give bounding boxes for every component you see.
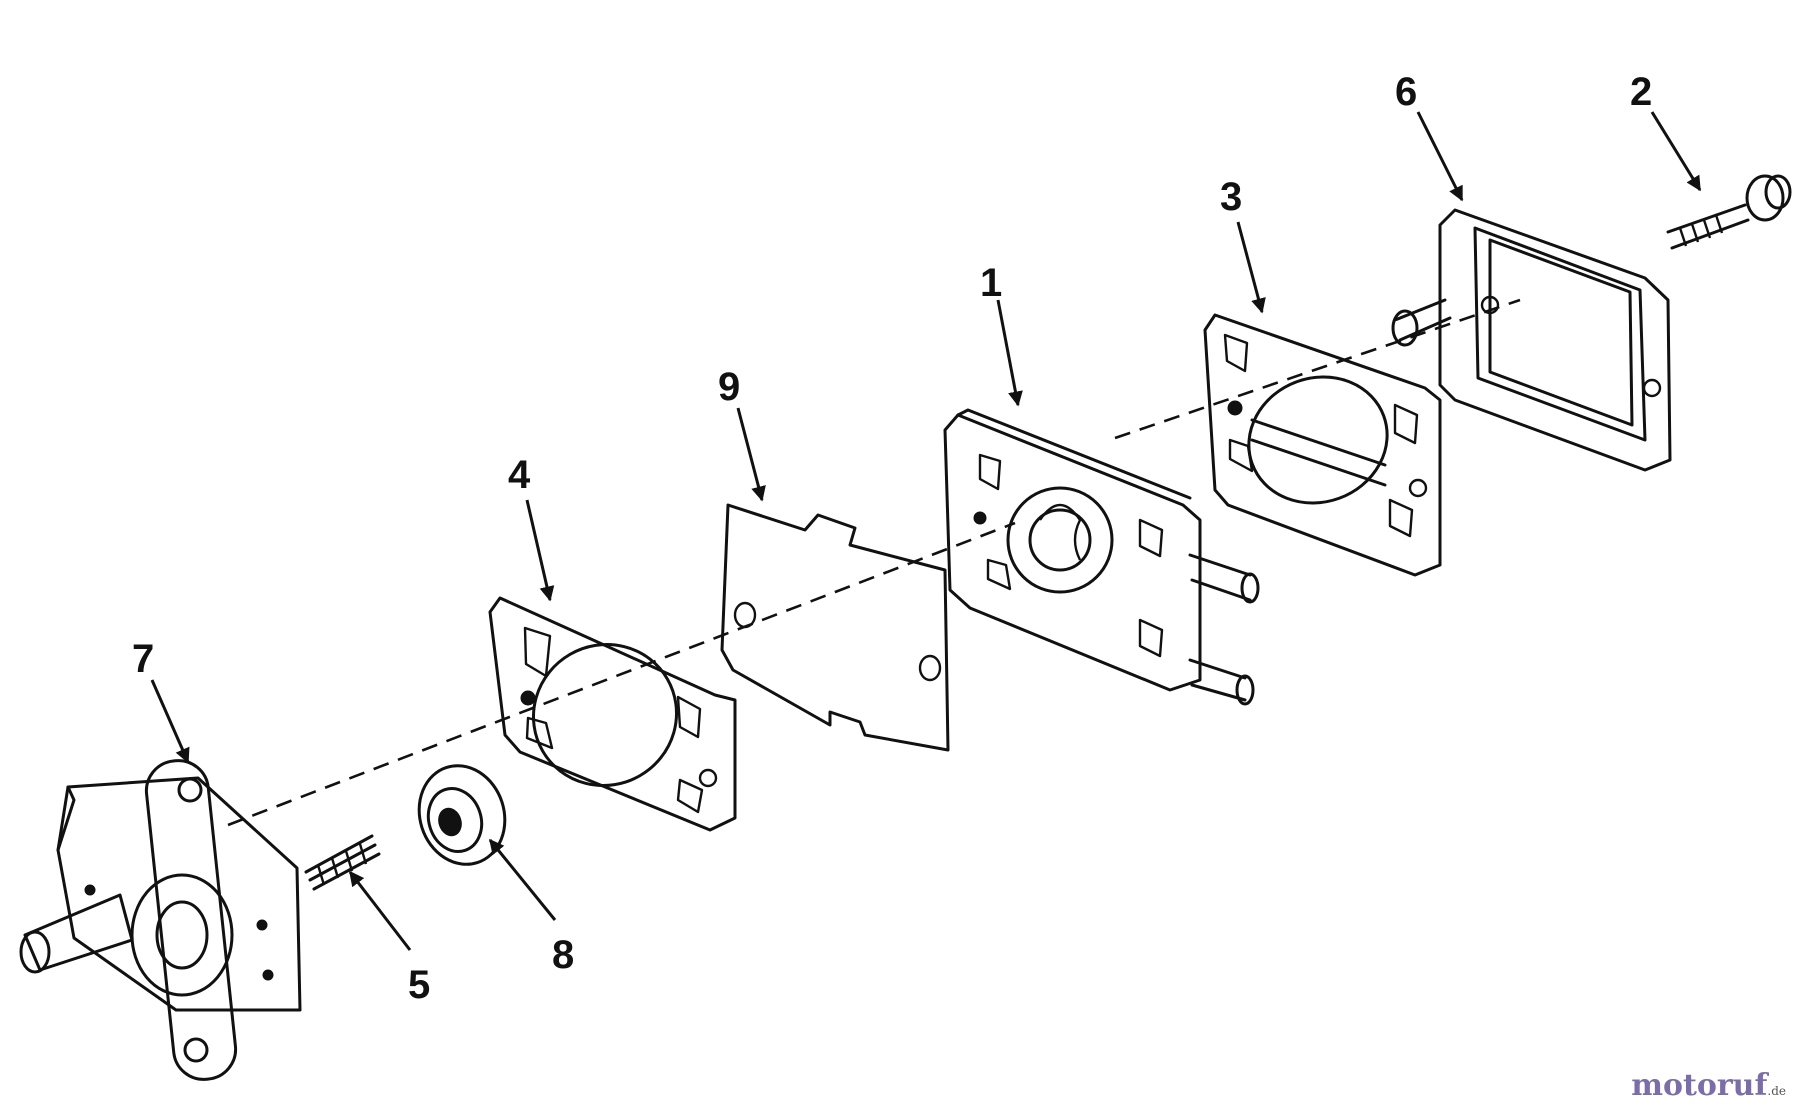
- watermark-logo: motoruf.de: [1631, 1068, 1786, 1103]
- leader-3: [1236, 221, 1266, 314]
- callout-8: 8: [552, 933, 574, 977]
- callout-7: 7: [132, 637, 154, 681]
- watermark-tld: .de: [1767, 1084, 1786, 1098]
- part-9-diaphragm: [720, 503, 950, 752]
- part-5-spring: [304, 834, 381, 891]
- part-4-gasket: [488, 596, 737, 832]
- part-2-screw: [1666, 174, 1792, 250]
- part-8-valve-ring: [417, 764, 507, 866]
- leader-9: [736, 407, 766, 502]
- leader-5: [348, 870, 412, 951]
- part-6-top-cover: [1391, 208, 1672, 472]
- leader-8: [488, 838, 557, 921]
- callout-1: 1: [980, 261, 1002, 305]
- callout-4: 4: [508, 453, 531, 497]
- part-7-pump-body: [19, 759, 302, 1081]
- callout-5: 5: [408, 963, 430, 1007]
- callout-2: 2: [1630, 70, 1652, 114]
- part-3-gasket: [1203, 313, 1442, 577]
- leader-7: [150, 679, 190, 764]
- assembly-axis-upper: [1114, 298, 1521, 440]
- leader-4: [525, 499, 555, 602]
- part-1-pump-cover: [943, 408, 1260, 706]
- callout-3: 3: [1220, 175, 1242, 219]
- leader-2: [1650, 111, 1702, 192]
- watermark-brand: motoruf: [1631, 1068, 1768, 1103]
- callout-6: 6: [1395, 70, 1417, 114]
- leader-6: [1416, 111, 1464, 202]
- leader-1: [996, 299, 1023, 407]
- callout-9: 9: [718, 365, 740, 409]
- assembly-axis: [227, 521, 1016, 827]
